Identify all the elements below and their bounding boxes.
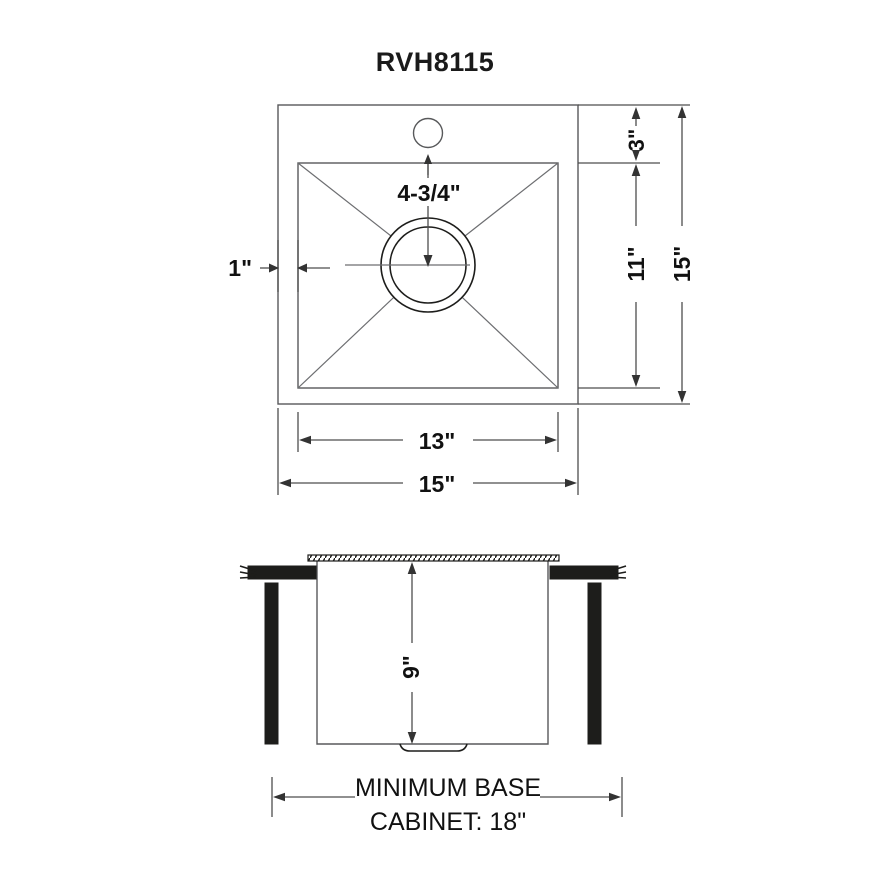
dim-basin-height: 11": [620, 164, 652, 387]
dim-label-basin-width: 13": [419, 428, 456, 454]
dim-overall-height-vertical: 15": [666, 106, 698, 403]
dim-basin-depth: 9": [396, 562, 428, 744]
dim-faucet-to-drain: 4-3/4": [383, 154, 475, 267]
top-view-group: 4-3/4" 1": [228, 104, 698, 499]
cabinet-note-dimension: [271, 777, 623, 817]
dim-label-faucet-to-drain: 4-3/4": [397, 180, 460, 206]
dim-label-left-rim: 1": [228, 255, 252, 281]
sink-rim-hatch: [307, 554, 560, 562]
cabinet-wall-left: [264, 582, 279, 745]
page-title: RVH8115: [376, 47, 495, 77]
cabinet-note-line-1: MINIMUM BASE: [355, 774, 541, 802]
dim-overall-width: 15": [279, 467, 577, 499]
dim-label-overall-height: 15": [669, 246, 695, 283]
faucet-hole-circle: [412, 117, 444, 149]
dim-left-rim: 1": [228, 240, 330, 292]
dim-label-basin-depth: 9": [398, 655, 424, 679]
cabinet-note-line-2: CABINET: 18": [370, 808, 526, 836]
dim-rear-rim: 3": [622, 107, 650, 161]
section-view-group: 9" MINIMUM BASE CABINET: 18": [239, 554, 627, 836]
countertop-right: [549, 565, 619, 580]
cabinet-wall-right: [587, 582, 602, 745]
drain-recess: [399, 743, 468, 752]
countertop-right-break-marks: [609, 565, 627, 579]
countertop-left-break-marks: [239, 565, 257, 579]
countertop-left: [247, 565, 317, 580]
dim-label-overall-width: 15": [419, 471, 456, 497]
dim-label-rear-rim: 3": [624, 129, 649, 152]
top-view-right-extension-lines: [578, 104, 690, 405]
dim-label-basin-height: 11": [623, 246, 649, 281]
top-view-bottom-extension-lines: [277, 408, 579, 495]
basin-section-outline: [316, 561, 549, 745]
dim-basin-width: 13": [299, 424, 557, 456]
